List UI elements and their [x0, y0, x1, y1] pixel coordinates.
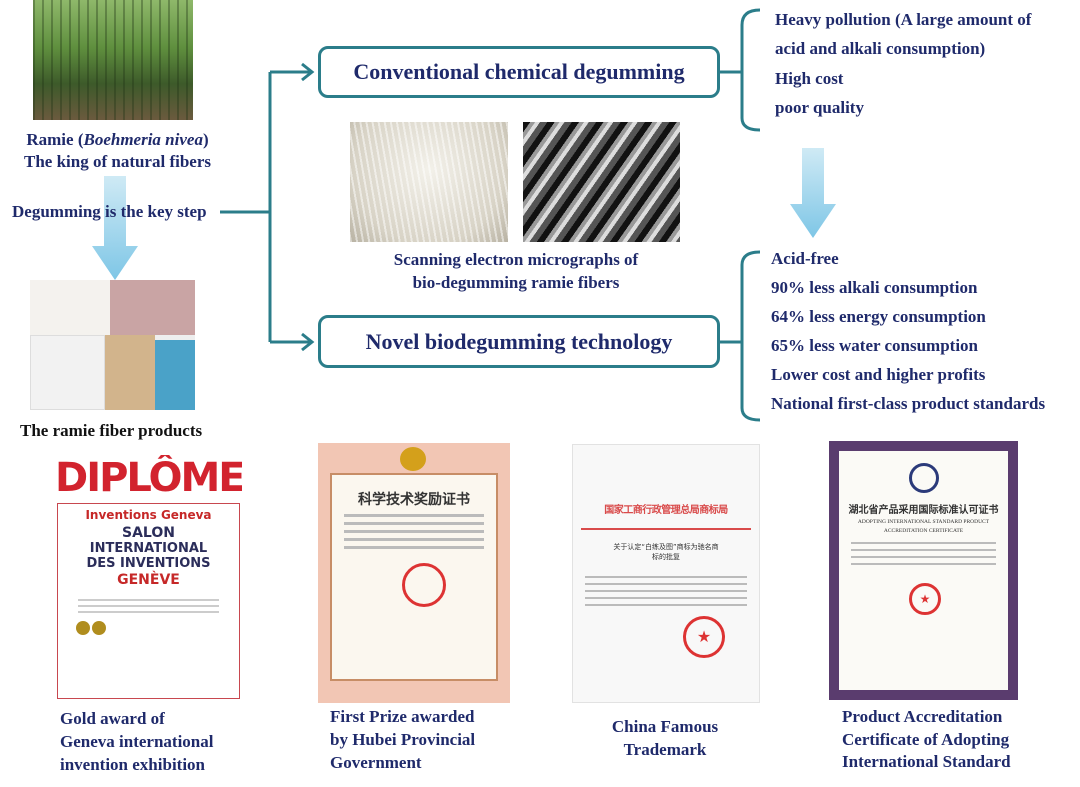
geneva-diploma-image: DIPLÔME Inventions Geneva SALON INTERNAT…: [55, 455, 242, 705]
ramie-caption: Ramie (Boehmeria nivea): [26, 130, 209, 149]
caption-line: China Famous: [611, 717, 719, 736]
certificate-title: 科学技术奖励证书: [358, 492, 470, 508]
ramie-plant-photo: [33, 0, 193, 120]
products-caption: The ramie fiber products: [20, 421, 203, 440]
conventional-degumming-box: Conventional chemical degumming: [318, 46, 720, 98]
science-award-certificate-image: 科学技术奖励证书: [318, 443, 510, 703]
down-arrow-icon: [92, 176, 138, 280]
certificate-subtitle: ADOPTING INTERNATIONAL STANDARD PRODUCT: [857, 519, 990, 525]
sem-micrograph: [523, 122, 680, 242]
benefit-item: 64% less energy consumption: [771, 307, 986, 326]
caption-line: invention exhibition: [60, 755, 206, 774]
sem-caption-line2: bio-degumming ramie fibers: [412, 273, 620, 292]
ramie-subtitle: The king of natural fibers: [23, 152, 212, 171]
document-header: 国家工商行政管理总局商标局: [604, 505, 728, 516]
caption-line: by Hubei Provincial: [330, 730, 476, 749]
caption-line: Certificate of Adopting: [842, 730, 1010, 749]
diploma-city: GENÈVE: [117, 572, 180, 588]
diploma-text: DES INVENTIONS: [86, 556, 211, 571]
caption-line: Government: [330, 753, 422, 772]
benefit-item: 65% less water consumption: [771, 336, 978, 355]
drawback-item: High cost: [775, 69, 844, 88]
accreditation-certificate-image: 湖北省产品采用国际标准认可证书 ADOPTING INTERNATIONAL S…: [829, 441, 1018, 700]
key-step-label: Degumming is the key step: [12, 202, 207, 221]
certificate-title: 湖北省产品采用国际标准认可证书: [848, 505, 999, 516]
benefit-item: National first-class product standards: [771, 394, 1046, 413]
diploma-title: DIPLÔME: [55, 455, 242, 501]
drawback-item: poor quality: [775, 98, 864, 117]
caption-line: First Prize awarded: [330, 707, 475, 726]
novel-biodegumming-box: Novel biodegumming technology: [318, 315, 720, 368]
document-subject: 关于认定“白练及图”商标为驰名商标的批复: [613, 543, 719, 561]
inventions-geneva-logo: Inventions Geneva: [85, 508, 212, 522]
drawback-item: Heavy pollution (A large amount of: [775, 10, 1032, 29]
benefit-item: 90% less alkali consumption: [771, 278, 978, 297]
benefit-item: Acid-free: [771, 249, 839, 268]
caption-line: International Standard: [842, 752, 1011, 771]
caption-line: Gold award of: [60, 709, 165, 728]
caption-line: Geneva international: [60, 732, 214, 751]
sem-caption-line1: Scanning electron micrographs of: [393, 250, 639, 269]
drawback-item: acid and alkali consumption): [775, 39, 986, 58]
caption-line: Product Accreditation: [842, 707, 1003, 726]
caption-line: Trademark: [623, 740, 707, 759]
fiber-photo: [350, 122, 508, 242]
benefit-item: Lower cost and higher profits: [771, 365, 986, 384]
certificate-subtitle: ACCREDITATION CERTIFICATE: [883, 528, 964, 534]
trademark-document-image: 国家工商行政管理总局商标局 关于认定“白练及图”商标为驰名商标的批复 ★: [572, 444, 760, 703]
connector-lines: [220, 8, 761, 422]
diploma-text: INTERNATIONAL: [89, 541, 208, 556]
down-arrow-icon: [790, 148, 836, 238]
ramie-products-photo: [30, 280, 195, 410]
diploma-text: SALON: [122, 525, 175, 541]
